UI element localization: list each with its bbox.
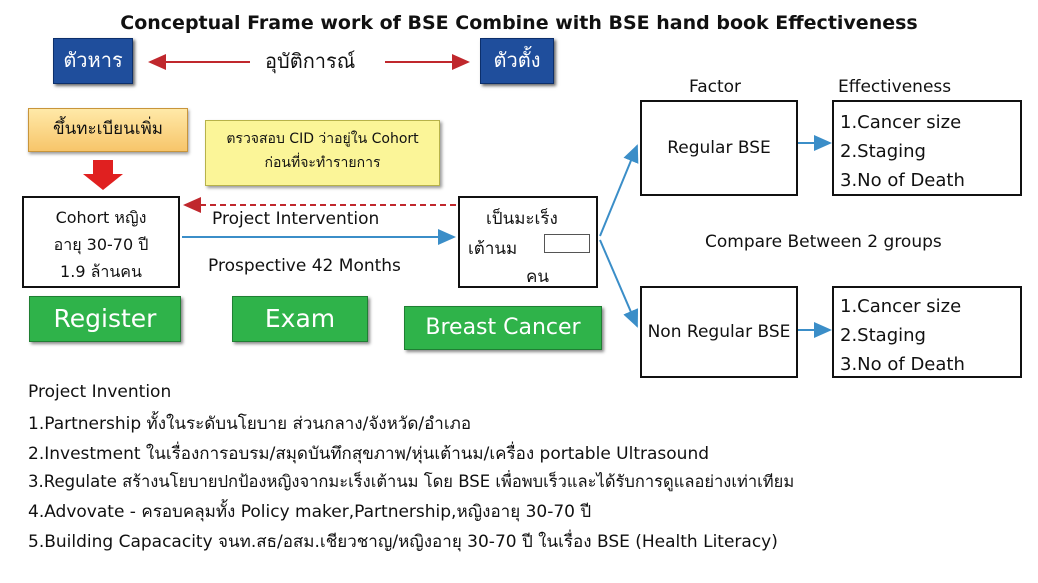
factor-header: Factor bbox=[689, 77, 742, 97]
eff-bottom-item-2: 2.Staging bbox=[840, 325, 926, 346]
cid-note-line2: ก่อนที่จะทำรายการ bbox=[264, 155, 381, 171]
breast-cancer-button: Breast Cancer bbox=[404, 306, 602, 350]
effectiveness-box-top: 1.Cancer size 2.Staging 3.No of Death bbox=[832, 100, 1022, 196]
invention-item-5: 5.Building Capacacity จนท.สธ/อสม.เชียวชา… bbox=[28, 532, 778, 552]
register-button: Register bbox=[29, 296, 181, 342]
non-regular-bse-box: Non Regular BSE bbox=[640, 286, 798, 378]
numerator-box: ตัวตั้ง bbox=[480, 38, 554, 84]
project-invention-heading: Project Invention bbox=[28, 382, 172, 402]
breast-cancer-count-box: เป็นมะเร็ง เต้านม คน bbox=[458, 196, 598, 288]
prospective-label: Prospective 42 Months bbox=[208, 256, 401, 276]
eff-top-item-1: 1.Cancer size bbox=[840, 112, 962, 133]
eff-bottom-item-1: 1.Cancer size bbox=[840, 296, 962, 317]
branch-arrow-non-regular bbox=[599, 239, 639, 328]
effectiveness-box-bottom: 1.Cancer size 2.Staging 3.No of Death bbox=[832, 286, 1022, 378]
invention-item-3: 3.Regulate สร้างนโยบายปกป้องหญิงจากมะเร็… bbox=[28, 472, 795, 491]
cohort-line2: อายุ 30-70 ปี bbox=[53, 235, 149, 254]
eff-top-item-2: 2.Staging bbox=[840, 141, 926, 162]
page-title: Conceptual Frame work of BSE Combine wit… bbox=[120, 12, 918, 34]
count-blank-field bbox=[544, 234, 590, 253]
branch-arrow-regular bbox=[599, 144, 639, 237]
invention-item-4: 4.Advovate - ครอบคลุมทั้ง Policy maker,P… bbox=[28, 502, 592, 522]
project-intervention-label: Project Intervention bbox=[212, 209, 380, 229]
effectiveness-header: Effectiveness bbox=[838, 77, 952, 97]
divisor-box: ตัวหาร bbox=[53, 38, 133, 84]
cohort-box: Cohort หญิง อายุ 30-70 ปี 1.9 ล้านคน bbox=[22, 196, 180, 288]
invention-item-1: 1.Partnership ทั้งในระดับนโยบาย ส่วนกลาง… bbox=[28, 414, 472, 434]
cancer-line3: คน bbox=[526, 267, 549, 287]
eff-bottom-item-3: 3.No of Death bbox=[840, 354, 965, 375]
exam-button: Exam bbox=[232, 296, 368, 342]
eff-top-item-3: 3.No of Death bbox=[840, 170, 965, 191]
cid-check-note: ตรวจสอบ CID ว่าอยู่ใน Cohort ก่อนที่จะทำ… bbox=[205, 120, 440, 186]
cancer-line1: เป็นมะเร็ง bbox=[486, 209, 558, 229]
compare-label: Compare Between 2 groups bbox=[705, 232, 942, 252]
cohort-line1: Cohort หญิง bbox=[55, 208, 147, 227]
invention-item-2: 2.Investment ในเรื่องการอบรม/สมุดบันทึกส… bbox=[28, 444, 710, 464]
cohort-line3: 1.9 ล้านคน bbox=[60, 262, 142, 281]
regular-bse-box: Regular BSE bbox=[640, 100, 798, 196]
cancer-line2: เต้านม bbox=[468, 239, 518, 259]
cid-note-line1: ตรวจสอบ CID ว่าอยู่ใน Cohort bbox=[226, 131, 419, 147]
down-arrow-icon bbox=[83, 160, 123, 190]
register-more-box: ขึ้นทะเบียนเพิ่ม bbox=[28, 108, 188, 152]
incidence-label: อุบัติการณ์ bbox=[265, 49, 356, 73]
